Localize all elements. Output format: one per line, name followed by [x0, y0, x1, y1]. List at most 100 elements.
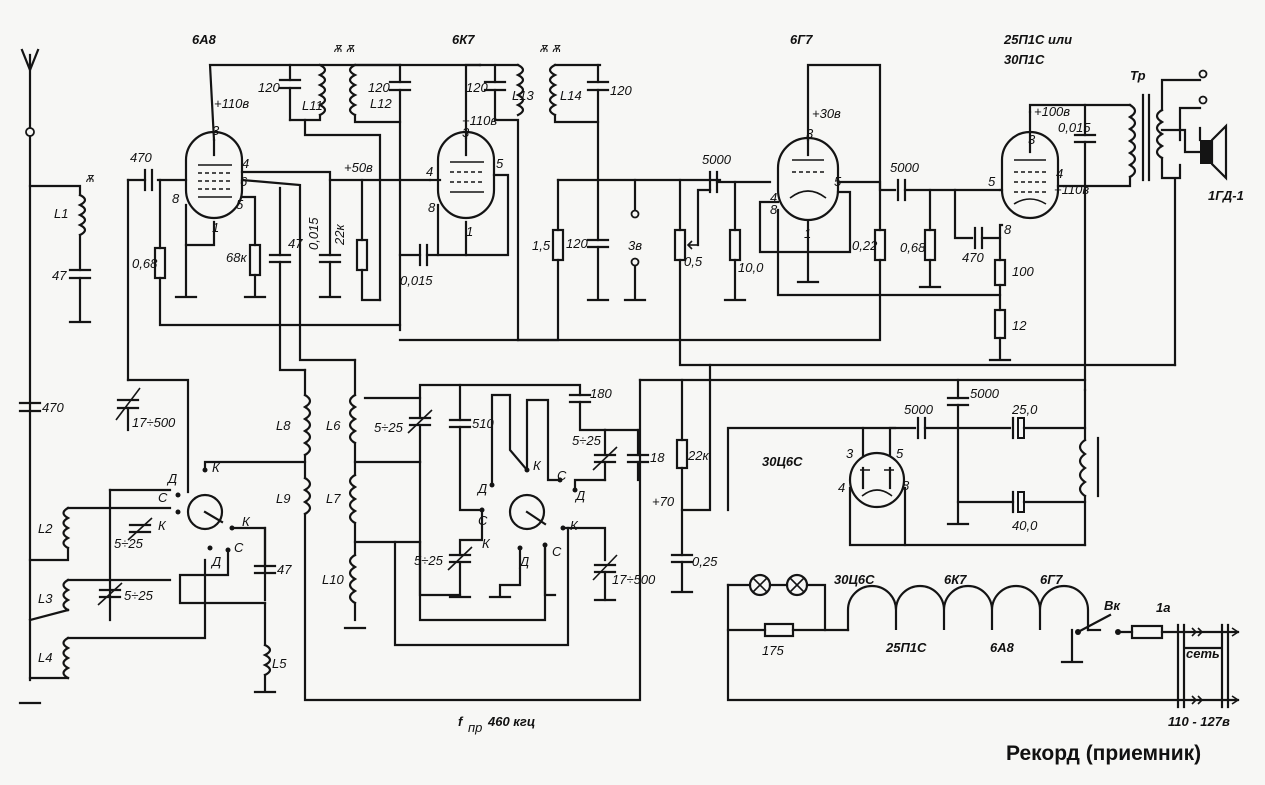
label-r22kb: 22к — [687, 448, 709, 463]
label-c180: 180 — [590, 386, 612, 401]
tube-30c6s-pin5: 5 — [896, 446, 904, 461]
tube-6k7-pin4: 4 — [426, 164, 433, 179]
tube-30c6s-pin8: 8 — [902, 478, 910, 493]
label-v70: +70 — [652, 494, 675, 509]
label-l3: L3 — [38, 591, 53, 606]
label-c5000b: 5000 — [890, 160, 920, 175]
label-l12: L12 — [370, 96, 392, 111]
sw2-d-left: Д — [476, 481, 487, 496]
label-r15: 1,5 — [532, 238, 551, 253]
label-r22k: 22к — [332, 224, 347, 246]
coil-l7 — [348, 473, 358, 525]
tube-25p1s-voltage: +100в — [1034, 104, 1070, 119]
tube-6a8-pin3: 3 — [212, 123, 220, 138]
label-l9: L9 — [276, 491, 290, 506]
band-switch-1[interactable] — [175, 467, 235, 553]
label-c250: 25,0 — [1011, 402, 1038, 417]
label-cv17500a: 17÷500 — [132, 415, 176, 430]
sw1-k-right: К — [242, 514, 251, 529]
label-c5000d: 5000 — [970, 386, 1000, 401]
tube-25p1s-pin5: 5 — [988, 174, 996, 189]
tube-6a8-voltage: +110в — [214, 96, 249, 111]
coil-l9 — [302, 476, 312, 516]
tube-30c6s-name: 30Ц6С — [762, 454, 803, 469]
label-c120e: 120 — [566, 236, 588, 251]
tube-6g7-pin4: 4 — [770, 190, 777, 205]
label-fil4: 25П1С — [885, 640, 927, 655]
coil-l5 — [262, 643, 272, 677]
label-l13: L13 — [512, 88, 534, 103]
choke-coil — [1078, 438, 1087, 498]
sw2-d-bottom: Д — [518, 554, 529, 569]
tube-25p1s-name: 25П1С или — [1003, 32, 1072, 47]
label-cv525e: 5÷25 — [414, 553, 444, 568]
svg-text:ѫ: ѫ — [86, 170, 95, 185]
coil-l13 — [515, 63, 525, 117]
label-c47b: 47 — [52, 268, 67, 283]
tube-6a8-pin1: 1 — [212, 220, 219, 235]
sw2-c-right: С — [557, 468, 567, 483]
sw2-c-bottom: С — [552, 544, 562, 559]
sw2-k-bottom: К — [482, 536, 491, 551]
tube-25p1s-pin4: 4 — [1056, 166, 1063, 181]
tube-30c6s-pin3: 3 — [846, 446, 854, 461]
power-switch[interactable] — [1075, 613, 1121, 635]
sw1-k-top: К — [212, 460, 221, 475]
coil-l6 — [348, 393, 358, 445]
tube-6k7-voltage: +110в — [462, 113, 497, 128]
label-pot05: 0,5 — [684, 254, 703, 269]
label-r12: 12 — [1012, 318, 1027, 333]
tube-6a8-pin6: 6 — [240, 174, 248, 189]
label-spk: 1ГД-1 — [1208, 188, 1244, 203]
label-r100: 100 — [1012, 264, 1034, 279]
svg-text:ѫ ѫ: ѫ ѫ — [540, 40, 562, 55]
label-r068a: 0,68 — [132, 256, 158, 271]
label-switch: Вк — [1104, 598, 1121, 613]
tube-6g7-name: 6Г7 — [790, 32, 813, 47]
label-c120d: 120 — [610, 83, 632, 98]
coil-l12-primary — [348, 63, 358, 117]
label-mainsv: 110 - 127в — [1168, 714, 1230, 729]
transformer-secondary — [1155, 108, 1165, 160]
pilot-lamp-2 — [785, 573, 809, 597]
label-c120c: 120 — [466, 80, 488, 95]
coil-l2 — [62, 506, 71, 550]
tube-6g7-pin3: 3 — [806, 126, 814, 141]
sw2-d-right: Д — [574, 488, 585, 503]
coil-l10 — [348, 553, 358, 605]
sw2-k-top: К — [533, 458, 542, 473]
label-fuse: 1а — [1156, 600, 1170, 615]
label-cv525d: 5÷25 — [572, 433, 602, 448]
coil-l4 — [62, 636, 71, 680]
sw2-k-right: К — [570, 518, 579, 533]
coil-l8 — [302, 393, 312, 457]
coil-l11 — [317, 63, 327, 117]
label-c0015b: 0,015 — [400, 273, 433, 288]
tube-6k7-name: 6К7 — [452, 32, 475, 47]
tube-25p1s-name2: 30П1С — [1004, 52, 1045, 67]
sw1-d-top: Д — [166, 471, 177, 486]
label-c470b: 470 — [42, 400, 64, 415]
if-label: f — [458, 714, 464, 729]
label-l7: L7 — [326, 491, 341, 506]
label-c470a: 470 — [130, 150, 152, 165]
label-r022: 0,22 — [852, 238, 878, 253]
label-cv17500b: 17÷500 — [612, 572, 656, 587]
label-c0015c: 0,015 — [1058, 120, 1091, 135]
fuse — [1130, 624, 1164, 640]
transformer-primary — [1127, 103, 1137, 179]
label-v50: +50в — [344, 160, 373, 175]
label-c5000c: 5000 — [904, 402, 934, 417]
label-cv525b: 5÷25 — [124, 588, 154, 603]
label-c470c: 470 — [962, 250, 984, 265]
coil-l3 — [62, 578, 71, 612]
tube-6g7-pin8: 8 — [770, 202, 778, 217]
mains-plug — [1176, 623, 1240, 709]
coil-l1 — [77, 193, 87, 237]
label-c47a: 47 — [288, 236, 303, 251]
label-c400: 40,0 — [1012, 518, 1038, 533]
svg-text:f: f — [458, 714, 464, 729]
label-l6: L6 — [326, 418, 341, 433]
